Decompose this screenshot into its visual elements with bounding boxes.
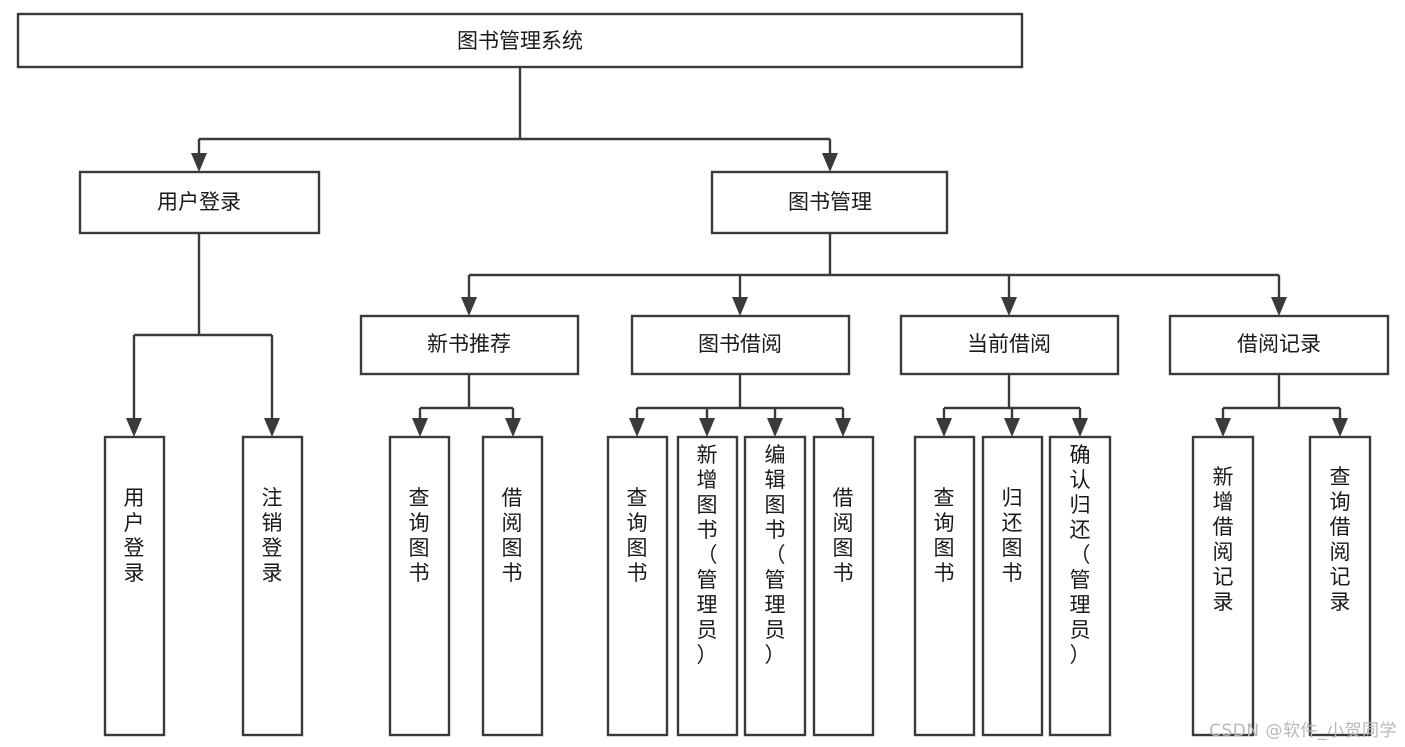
arrow-to-new-book-recommend [461, 297, 477, 316]
leaf-return-book[interactable]: 归还图书 [981, 435, 1044, 737]
leaf-borrow-book-2[interactable]: 借阅图书 [812, 435, 875, 737]
connectors-new-book-to-leaves [412, 374, 521, 437]
leaf-confirm-return-label: 确认归还（管理员） [1070, 443, 1091, 667]
node-root-box[interactable] [16, 12, 1024, 69]
leaf-user-login-label: 用户登录 [124, 486, 145, 585]
leaf-return-book-label: 归还图书 [1002, 486, 1023, 585]
leaf-add-book[interactable]: 新增图书（管理员） [676, 435, 739, 737]
leaf-confirm-return-box[interactable] [1048, 435, 1112, 737]
node-borrow-record[interactable]: 借阅记录 [1168, 314, 1390, 376]
leaf-query-borrow-record[interactable]: 查询借阅记录 [1308, 435, 1372, 737]
arrow-leaf-add-borrow-record [1215, 418, 1231, 437]
node-book-borrow-box[interactable] [630, 314, 851, 376]
node-user-login-label: 用户登录 [157, 190, 241, 214]
node-book-management-box[interactable] [710, 170, 949, 235]
connectors-root-to-level2 [191, 67, 838, 172]
leaf-logout-login-label: 注销登录 [262, 486, 283, 585]
node-user-login-box[interactable] [78, 170, 321, 235]
leaf-query-book-2-box[interactable] [606, 435, 669, 737]
leaf-logout-login[interactable]: 注销登录 [241, 435, 304, 737]
node-new-book-recommend[interactable]: 新书推荐 [359, 314, 580, 376]
leaf-user-login-box[interactable] [103, 435, 166, 737]
leaf-query-borrow-record-label: 查询借阅记录 [1330, 465, 1351, 614]
leaf-logout-login-box[interactable] [241, 435, 304, 737]
node-borrow-record-box[interactable] [1168, 314, 1390, 376]
arrow-leaf-confirm-return [1072, 418, 1088, 437]
arrow-leaf-query-book-1 [412, 418, 428, 437]
leaf-query-book-3[interactable]: 查询图书 [913, 435, 976, 737]
arrow-leaf-borrow-book-2 [835, 418, 851, 437]
leaf-query-borrow-record-box[interactable] [1308, 435, 1372, 737]
arrow-leaf-user-login [126, 418, 142, 437]
node-book-management-label: 图书管理 [788, 190, 872, 214]
arrow-to-current-borrow [1001, 297, 1017, 316]
leaf-add-borrow-record-label: 新增借阅记录 [1213, 465, 1234, 614]
leaf-query-book-2[interactable]: 查询图书 [606, 435, 669, 737]
node-root[interactable]: 图书管理系统 [16, 12, 1024, 69]
node-new-book-recommend-label: 新书推荐 [427, 332, 511, 356]
node-current-borrow[interactable]: 当前借阅 [899, 314, 1120, 376]
leaf-add-borrow-record[interactable]: 新增借阅记录 [1191, 435, 1255, 737]
arrow-leaf-query-book-2 [629, 418, 645, 437]
leaf-confirm-return[interactable]: 确认归还（管理员） [1048, 435, 1112, 737]
node-new-book-recommend-box[interactable] [359, 314, 580, 376]
node-current-borrow-label: 当前借阅 [967, 332, 1051, 356]
leaf-borrow-book-2-box[interactable] [812, 435, 875, 737]
node-root-label: 图书管理系统 [457, 29, 583, 53]
arrow-leaf-edit-book [767, 418, 783, 437]
arrow-leaf-add-book [699, 418, 715, 437]
leaf-edit-book-label: 编辑图书（管理员） [765, 443, 786, 667]
arrow-leaf-borrow-book-1 [505, 418, 521, 437]
node-book-borrow-label: 图书借阅 [698, 332, 782, 356]
leaf-edit-book[interactable]: 编辑图书（管理员） [743, 435, 807, 737]
arrow-to-book-management [822, 153, 838, 172]
leaf-return-book-box[interactable] [981, 435, 1044, 737]
connectors-borrow-record-to-leaves [1215, 374, 1348, 437]
connectors-book-borrow-to-leaves [629, 374, 851, 437]
connectors-current-borrow-to-leaves [936, 374, 1088, 437]
node-current-borrow-box[interactable] [899, 314, 1120, 376]
leaf-query-book-1-box[interactable] [388, 435, 451, 737]
leaf-borrow-book-1-label: 借阅图书 [502, 486, 523, 585]
node-user-login[interactable]: 用户登录 [78, 170, 321, 235]
leaf-user-login[interactable]: 用户登录 [103, 435, 166, 737]
leaf-query-book-1-label: 查询图书 [409, 486, 430, 585]
arrow-leaf-query-borrow-record [1332, 418, 1348, 437]
leaf-query-book-2-label: 查询图书 [627, 486, 648, 585]
leaf-borrow-book-1[interactable]: 借阅图书 [481, 435, 544, 737]
leaf-query-book-3-label: 查询图书 [934, 486, 955, 585]
connectors-book-management-to-level3 [461, 233, 1287, 316]
leaf-query-book-1[interactable]: 查询图书 [388, 435, 451, 737]
leaf-add-book-label: 新增图书（管理员） [697, 443, 718, 667]
connectors-user-login-to-leaves [126, 233, 280, 437]
arrow-leaf-query-book-3 [936, 418, 952, 437]
arrow-to-book-borrow [732, 297, 748, 316]
arrow-to-user-login [191, 153, 207, 172]
csdn-watermark: CSDN @软件_小贺同学 [1209, 721, 1397, 741]
node-book-management[interactable]: 图书管理 [710, 170, 949, 235]
arrow-to-borrow-record [1271, 297, 1287, 316]
arrow-leaf-logout-login [264, 418, 280, 437]
leaf-add-book-box[interactable] [676, 435, 739, 737]
node-borrow-record-label: 借阅记录 [1237, 332, 1321, 356]
leaf-edit-book-box[interactable] [743, 435, 807, 737]
leaf-query-book-3-box[interactable] [913, 435, 976, 737]
leaf-borrow-book-1-box[interactable] [481, 435, 544, 737]
leaf-borrow-book-2-label: 借阅图书 [833, 486, 854, 585]
leaf-add-borrow-record-box[interactable] [1191, 435, 1255, 737]
node-book-borrow[interactable]: 图书借阅 [630, 314, 851, 376]
arrow-leaf-return-book [1004, 418, 1020, 437]
